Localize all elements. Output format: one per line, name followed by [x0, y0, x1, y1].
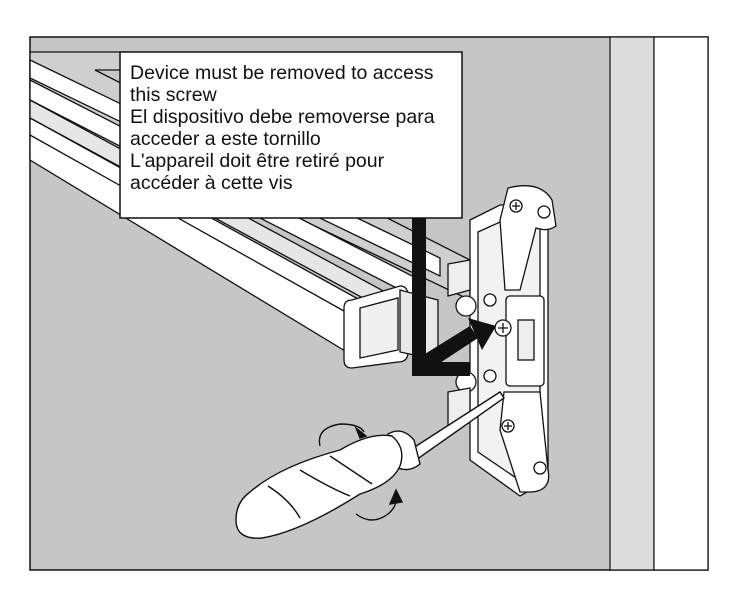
- screwdriver: [235, 391, 505, 539]
- rotation-arrows: [318, 423, 404, 521]
- callout-line-es-2: acceder a este tornillo: [130, 128, 321, 150]
- callout-line-es-1: El dispositivo debe removerse para: [130, 106, 435, 128]
- callout-line-fr-1: L'appareil doit être retiré pour: [130, 150, 385, 172]
- door-edge: [653, 36, 709, 571]
- door-jamb: [609, 36, 655, 571]
- mounting-bracket: [447, 185, 557, 497]
- callout-pointer: [412, 218, 496, 376]
- callout-box: [119, 51, 463, 219]
- callout-line-en-1: Device must be removed to access: [130, 62, 434, 84]
- callout-text: Device must be removed to access this sc…: [130, 62, 460, 194]
- callout-line-en-2: this screw: [130, 84, 217, 106]
- callout-line-fr-2: accéder à cette vis: [130, 172, 293, 194]
